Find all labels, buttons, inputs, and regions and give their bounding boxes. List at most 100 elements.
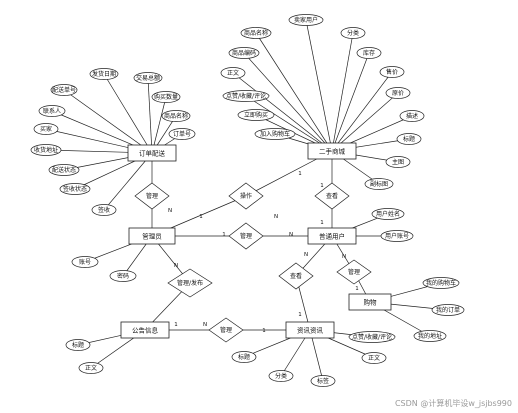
attribute-link	[305, 19, 333, 152]
watermark: CSDN @计算机毕设w_jsjbs990	[395, 398, 512, 408]
attribute-label: 账号	[79, 258, 91, 266]
relation-r_admin_order: 管理	[134, 182, 170, 210]
entity-label: 公告信息	[132, 325, 159, 334]
attribute-link	[103, 152, 153, 211]
attribute-label: 立即购买	[244, 111, 268, 119]
attribute-label: 卖家用户	[294, 16, 318, 24]
attribute-secondhand: 描述	[399, 110, 425, 122]
cardinality-label: 1	[320, 220, 324, 226]
attribute-link	[245, 95, 333, 152]
attribute-label: 交易总额	[136, 74, 160, 82]
relation-label: 管理	[146, 192, 158, 200]
attribute-label: 配送单号	[52, 86, 76, 94]
attribute-link	[331, 32, 354, 152]
relation-r_user_cart: 管理	[336, 259, 372, 285]
attribute-order: 配送状态	[48, 164, 80, 176]
attribute-label: 发货日期	[92, 70, 116, 78]
attribute-order: 签收状态	[59, 183, 91, 195]
cardinality-label: N	[168, 208, 172, 214]
relation-label: 管理	[348, 268, 360, 276]
attribute-order: 购买数量	[151, 91, 181, 103]
attribute-link	[243, 52, 333, 152]
cardinality-label: 1	[222, 232, 226, 238]
attribute-order: 订单号	[168, 128, 196, 140]
attribute-label: 分类	[275, 372, 287, 380]
attribute-order: 收货地址	[30, 144, 62, 156]
attribute-label: 收货地址	[34, 146, 58, 154]
attribute-link	[331, 92, 399, 152]
attribute-cart: 我的购物车	[422, 277, 460, 289]
attribute-label: 正文	[227, 69, 239, 77]
cardinality-label: 1	[262, 328, 266, 334]
attribute-admin: 账号	[71, 256, 99, 268]
attribute-secondhand: 分类	[340, 27, 366, 39]
cardinality-label: 1	[355, 286, 359, 292]
attribute-label: 我的地址	[418, 332, 442, 340]
attribute-secondhand: 售价	[379, 66, 405, 78]
entity-user: 普通用户	[307, 227, 357, 245]
attribute-secondhand: 立即购买	[237, 109, 275, 121]
attribute-order: 签收	[91, 204, 117, 216]
attribute-label: 标签	[317, 377, 329, 385]
relation-label: 管理/发布	[177, 279, 203, 287]
attribute-label: 订单号	[173, 130, 191, 138]
cardinality-label: N	[304, 252, 308, 258]
attribute-admin: 密码	[109, 270, 137, 282]
relation-r_admin_user: 管理	[228, 222, 264, 250]
attribute-secondhand: 点赞/收藏/评论	[222, 90, 270, 102]
attribute-label: 正文	[85, 364, 97, 372]
attribute-label: 商品名称	[164, 112, 188, 120]
attribute-secondhand: 正文	[220, 67, 246, 79]
cardinality-label: N	[274, 214, 278, 220]
attribute-label: 售价	[386, 68, 398, 76]
attribute-label: 购买数量	[154, 93, 178, 101]
attribute-secondhand: 标题	[396, 133, 422, 145]
attribute-news: 点赞/收藏/评论	[348, 331, 396, 343]
cardinality-label: 1	[199, 214, 203, 220]
attribute-label: 商品编码	[232, 49, 256, 57]
cardinality-label: N	[342, 254, 346, 260]
attribute-label: 用户姓名	[376, 210, 400, 218]
attribute-label: 联系人	[43, 107, 61, 115]
cardinality-label: N	[203, 322, 207, 328]
attribute-secondhand: 库存	[356, 47, 382, 59]
attribute-label: 标题	[403, 135, 415, 143]
attribute-user: 用户姓名	[371, 208, 405, 220]
attribute-label: 配送状态	[52, 166, 76, 174]
relation-label: 操作	[240, 192, 252, 200]
entity-order: 订单配送	[127, 144, 177, 162]
attribute-label: 原价	[392, 90, 404, 97]
attribute-link	[232, 72, 333, 152]
cardinality-label: 1	[320, 183, 324, 189]
attribute-order: 配送单号	[50, 84, 78, 96]
attribute-cart: 我的订单	[431, 304, 465, 316]
attribute-user: 用户账号	[380, 230, 414, 242]
attribute-label: 签收状态	[63, 185, 87, 193]
attribute-link	[331, 71, 393, 152]
entity-cart: 购物	[348, 293, 392, 311]
attribute-secondhand: 副标图	[364, 178, 394, 190]
relation-r_admin_notice: 管理/发布	[167, 268, 213, 298]
attribute-label: 我的购物车	[426, 279, 456, 287]
attribute-label: 商品名称	[244, 29, 268, 37]
attribute-news: 标题	[231, 351, 257, 363]
attribute-order: 联系人	[38, 105, 66, 117]
attribute-label: 买家	[40, 125, 52, 133]
attribute-label: 我的订单	[436, 306, 460, 314]
relation-label: 管理	[220, 326, 232, 334]
attribute-notice: 正文	[78, 362, 104, 374]
relation-label: 查看	[326, 192, 338, 200]
entity-label: 购物	[364, 297, 378, 306]
attribute-label: 副标图	[370, 180, 388, 188]
entity-secondhand: 二手商城	[307, 142, 357, 160]
attribute-link	[151, 96, 167, 154]
attribute-link	[103, 73, 153, 154]
entity-label: 订单配送	[139, 148, 166, 157]
attribute-news: 分类	[268, 370, 294, 382]
attribute-label: 签收	[98, 206, 110, 214]
attribute-label: 密码	[117, 272, 129, 280]
relation-label: 查看	[290, 272, 302, 280]
attribute-order: 商品名称	[161, 110, 191, 122]
attribute-order: 交易总额	[133, 72, 163, 84]
attribute-label: 点赞/收藏/评论	[352, 333, 392, 341]
